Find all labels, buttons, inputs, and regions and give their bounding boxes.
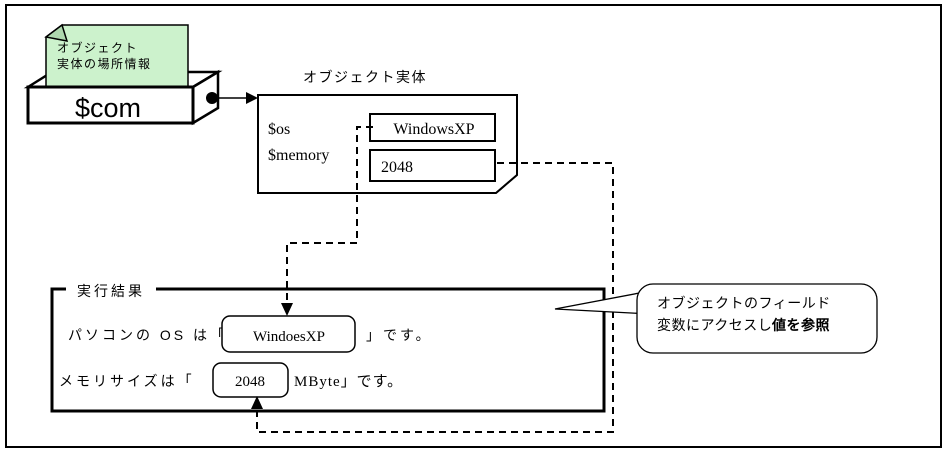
pointer-arrowhead-icon	[246, 92, 258, 104]
result-line1-suffix: 」です。	[366, 327, 433, 343]
memory-field-value: 2048	[381, 159, 413, 176]
object-entity-folded-corner-icon	[495, 174, 518, 194]
memory-result-value-box	[212, 362, 289, 398]
location-note-text-line2: 実体の場所情報	[57, 56, 152, 71]
memory-reference-dashed-line	[256, 162, 614, 433]
location-note-folded-corner-icon	[44, 23, 69, 42]
os-reference-dashed-line	[286, 126, 373, 303]
callout-text-line2-bold: 値を参照	[771, 317, 830, 333]
field-name-memory: $memory	[268, 147, 329, 164]
result-line2-prefix: メモリサイズは「	[59, 373, 195, 389]
location-note-text-line1: オブジェクト	[57, 40, 138, 55]
callout-bubble	[636, 283, 878, 354]
os-result-value-box	[221, 315, 356, 353]
callout-text-line2-normal: 変数にアクセスし	[657, 317, 772, 333]
result-line1-prefix: パソコンの OS は「	[68, 327, 227, 343]
com-variable-label: $com	[75, 93, 141, 123]
execution-result-title: 実行結果	[77, 283, 145, 299]
os-result-value: WindoesXP	[253, 329, 325, 345]
execution-result-legend-patch	[66, 281, 156, 296]
field-name-os: $os	[268, 121, 290, 138]
callout-text-line1: オブジェクトのフィールド	[657, 295, 831, 311]
com-variable-box	[26, 85, 195, 125]
pointer-dot-icon	[206, 92, 218, 104]
memory-result-value: 2048	[235, 374, 265, 390]
os-field-value: WindowsXP	[393, 121, 474, 138]
result-line2-suffix: MByte」です。	[294, 373, 403, 390]
memory-field-value-box	[369, 149, 496, 182]
os-reference-arrowhead-icon	[281, 303, 293, 316]
memory-reference-arrowhead-icon	[251, 396, 263, 409]
object-entity-title: オブジェクト実体	[303, 69, 427, 85]
